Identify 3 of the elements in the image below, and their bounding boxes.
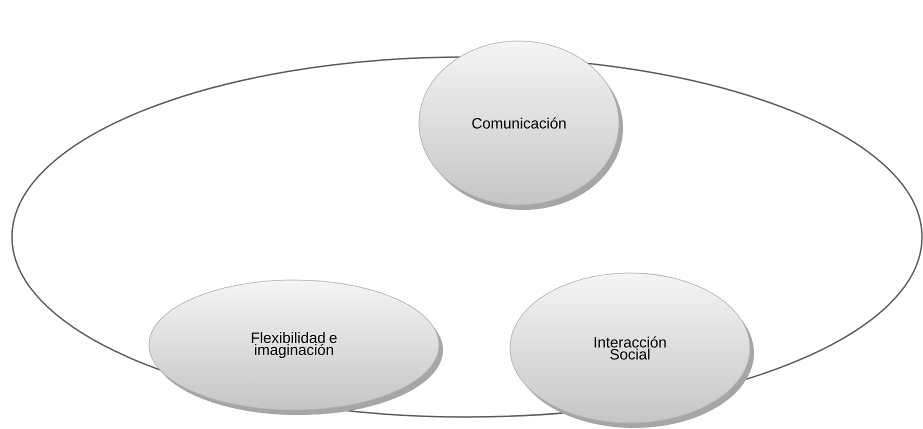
ellipse-node: Comunicación xyxy=(418,40,623,210)
ellipse-node: Flexibilidad e imaginación xyxy=(148,280,443,415)
ellipse-node: Interacción Social xyxy=(510,272,754,428)
